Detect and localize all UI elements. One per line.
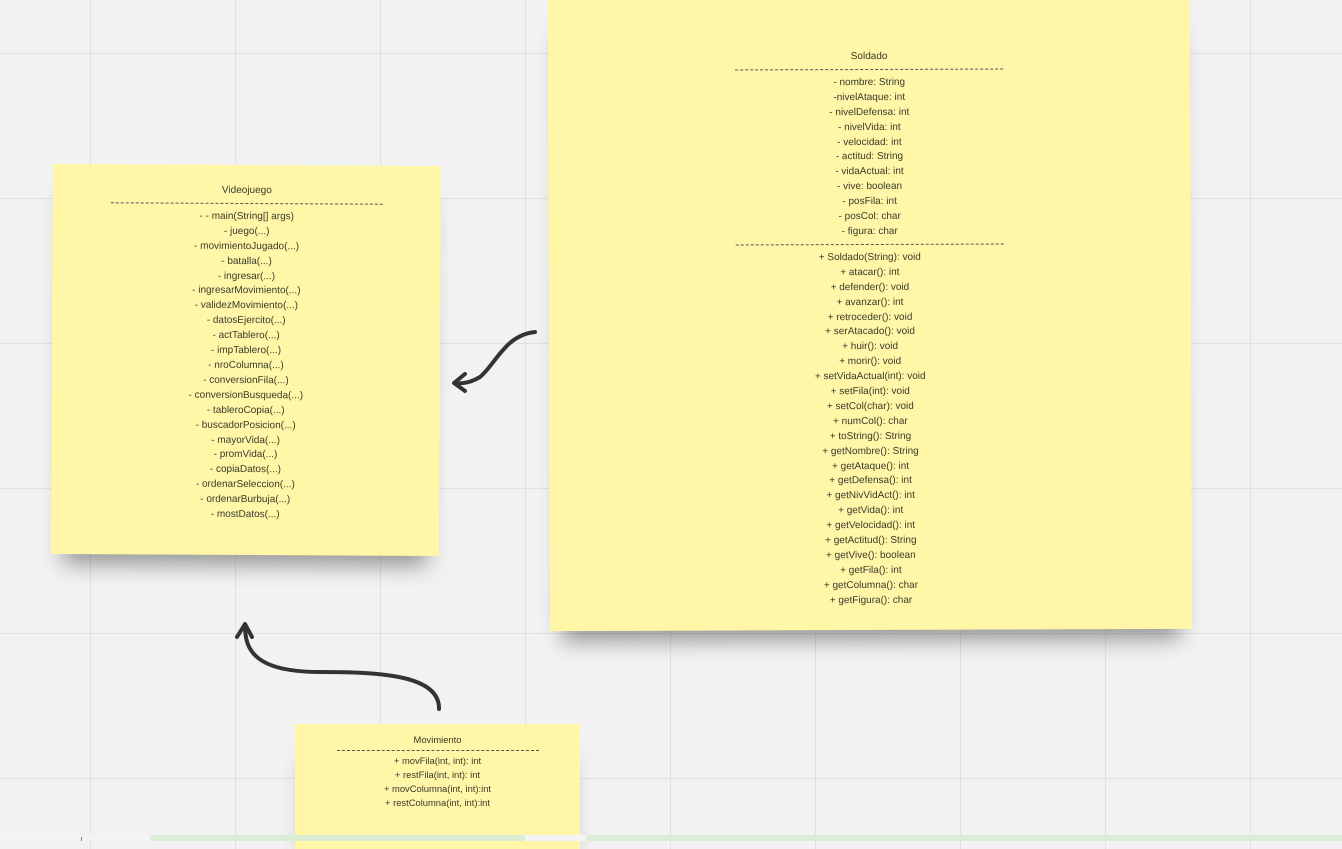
scroll-segment [150, 835, 525, 841]
separator-line [735, 243, 1004, 246]
sticky-note-soldado[interactable]: Soldado - nombre: String-nivelAtaque: in… [547, 0, 1193, 632]
sticky-note-movimiento[interactable]: Movimiento + movFila(int, int): int + res… [295, 724, 580, 849]
member-line: - figura: char [841, 225, 898, 238]
method-list: + Soldado(String): void+ atacar(): int+ … [549, 250, 1192, 610]
scroll-segment [586, 835, 1342, 841]
class-name: Videojuego [221, 184, 272, 197]
member-line: + movFila(int, int): int [393, 755, 482, 766]
member-line: - mostDatos(...) [210, 508, 280, 521]
method-list: - - main(String[] args)- juego(...)- mov… [51, 209, 441, 524]
connector-movimiento-to-videojuego[interactable] [243, 624, 442, 711]
class-name: Soldado [850, 50, 888, 63]
member-line: + restFila(int, int): int [394, 769, 481, 780]
bottom-scroll-bar[interactable] [0, 835, 1342, 841]
separator-line [336, 750, 539, 751]
sticky-note-videojuego[interactable]: Videojuego - - main(String[] args)- jueg… [50, 163, 442, 557]
attribute-list: - nombre: String-nivelAtaque: int- nivel… [548, 75, 1191, 241]
arrowhead-videojuego-right [452, 372, 467, 393]
class-name: Movimiento [413, 734, 462, 745]
member-line: + getFigura(): char [829, 594, 913, 606]
scroll-tick [81, 837, 82, 841]
member-line: + movColumna(int, int):int [383, 783, 492, 794]
method-list: + movFila(int, int): int + restFila(int, … [295, 754, 580, 810]
member-line: + restColumna(int, int):int [385, 797, 490, 808]
separator-line [110, 202, 383, 205]
separator-line [735, 68, 1004, 71]
connector-soldado-to-videojuego[interactable] [453, 330, 537, 386]
arrowhead-videojuego-bottom [235, 622, 254, 639]
